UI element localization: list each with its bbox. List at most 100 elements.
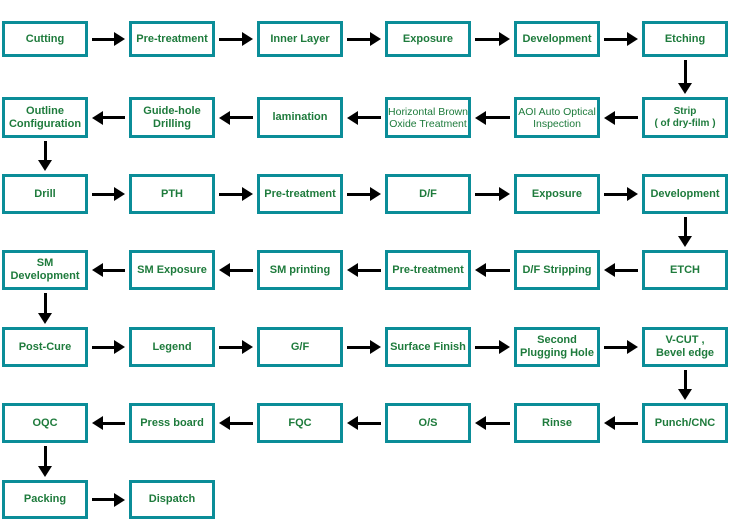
flow-box-label-line: Outline — [26, 104, 64, 117]
arrow-right-icon — [92, 492, 125, 507]
arrow-left-icon — [604, 263, 638, 277]
arrow-right-icon — [347, 340, 381, 354]
arrow-down-icon — [678, 217, 692, 247]
flow-box-os: O/S — [385, 403, 471, 443]
flow-box-label-line: ETCH — [670, 263, 700, 276]
flow-box-label-line: Inspection — [533, 117, 581, 130]
flow-box-oqc: OQC — [2, 403, 88, 443]
flow-box-gf: G/F — [257, 327, 343, 367]
flow-box-label-line: Punch/CNC — [654, 416, 716, 429]
flow-box-legend: Legend — [129, 327, 215, 367]
flow-box-pre-treatment-3: Pre-treatment — [385, 250, 471, 290]
flow-box-press-board: Press board — [129, 403, 215, 443]
arrow-right-icon — [219, 32, 253, 46]
arrow-right-icon — [347, 187, 381, 201]
flow-box-label-line: Surface Finish — [390, 340, 466, 353]
flow-box-label-line: SM printing — [269, 263, 331, 276]
flow-box-df: D/F — [385, 174, 471, 214]
flow-box-label-line: Bevel edge — [655, 347, 715, 359]
flow-box-drill: Drill — [2, 174, 88, 214]
arrow-left-icon — [92, 110, 125, 125]
arrow-left-icon — [475, 110, 510, 125]
flow-box-label-line: Legend — [152, 340, 192, 353]
arrow-left-icon — [475, 263, 510, 277]
arrow-left-icon — [347, 416, 381, 430]
arrow-down-icon — [38, 141, 52, 171]
arrow-left-icon — [347, 263, 381, 277]
arrow-right-icon — [92, 340, 125, 354]
flow-box-label-line: Second — [537, 334, 577, 346]
flow-box-label-line: Inner Layer — [270, 32, 330, 45]
flow-box-label-line: G/F — [290, 340, 310, 353]
flow-box-label-line: Packing — [23, 493, 67, 505]
flow-box-development-1: Development — [514, 21, 600, 57]
arrow-left-icon — [604, 110, 638, 125]
flow-box-label-line: Exposure — [531, 187, 583, 200]
flow-box-label-line: Rinse — [542, 416, 572, 429]
flow-box-sm-printing: SM printing — [257, 250, 343, 290]
flow-box-lamination: lamination — [257, 97, 343, 138]
flow-box-label-line: Exposure — [402, 32, 454, 45]
flow-box-fqc: FQC — [257, 403, 343, 443]
flow-box-label-line: SM — [36, 257, 54, 269]
arrow-right-icon — [604, 32, 638, 46]
flow-box-label-line: D/F Stripping — [522, 263, 592, 276]
flow-box-label-line: Pre-treatment — [264, 187, 336, 200]
flow-box-pre-treatment-1: Pre-treatment — [129, 21, 215, 57]
arrow-down-icon — [38, 293, 52, 324]
flow-box-label-line: Dispatch — [148, 493, 196, 505]
flow-box-punch-cnc: Punch/CNC — [642, 403, 728, 443]
arrow-right-icon — [219, 187, 253, 201]
flow-box-exposure-1: Exposure — [385, 21, 471, 57]
flow-box-label-line: O/S — [418, 416, 438, 429]
arrow-down-icon — [678, 60, 692, 94]
flow-box-label-line: Cutting — [25, 32, 65, 45]
flow-box-label-line: PTH — [161, 187, 183, 200]
arrow-right-icon — [92, 187, 125, 201]
flow-box-label-line: Pre-treatment — [136, 32, 208, 45]
flow-box-label-line: Post-Cure — [18, 340, 72, 353]
flow-box-label-line: Drilling — [153, 117, 191, 130]
flow-box-label-line: Etching — [664, 32, 706, 45]
flow-box-label-line: Press board — [140, 416, 204, 429]
flow-box-label-line: Pre-treatment — [392, 263, 464, 276]
flow-box-label-line: D/F — [419, 187, 437, 200]
flow-box-inner-layer: Inner Layer — [257, 21, 343, 57]
arrow-right-icon — [475, 32, 510, 46]
arrow-down-icon — [38, 446, 52, 477]
flow-box-label-line: Horizontal Brown — [388, 105, 468, 118]
flow-box-label-line: Development — [650, 187, 720, 200]
flow-box-exposure-2: Exposure — [514, 174, 600, 214]
flow-box-post-cure: Post-Cure — [2, 327, 88, 367]
flow-box-label-line: Oxide Treatment — [389, 117, 467, 130]
flow-box-sm-exposure: SM Exposure — [129, 250, 215, 290]
flow-box-dispatch: Dispatch — [129, 480, 215, 519]
flow-box-packing: Packing — [2, 480, 88, 519]
arrow-left-icon — [347, 110, 381, 125]
arrow-left-icon — [92, 263, 125, 277]
flow-box-pth: PTH — [129, 174, 215, 214]
flow-box-etching: Etching — [642, 21, 728, 57]
flow-box-label-line: Configuration — [8, 117, 82, 130]
flow-box-label-line: lamination — [272, 111, 328, 123]
flow-box-label-line: Strip — [673, 105, 697, 117]
arrow-left-icon — [604, 416, 638, 430]
flow-box-label-line: Development — [10, 270, 80, 282]
arrow-left-icon — [92, 416, 125, 430]
flow-box-rinse: Rinse — [514, 403, 600, 443]
flow-box-label-line: Development — [522, 32, 592, 45]
flow-box-v-cut-bevel-edge: V-CUT ,Bevel edge — [642, 327, 728, 367]
arrow-right-icon — [604, 340, 638, 354]
arrow-down-icon — [678, 370, 692, 400]
flow-box-label-line: ( of dry-film ) — [654, 117, 716, 129]
flow-box-etch: ETCH — [642, 250, 728, 290]
flow-box-df-stripping: D/F Stripping — [514, 250, 600, 290]
arrow-right-icon — [347, 32, 381, 46]
arrow-right-icon — [475, 187, 510, 201]
flow-box-label-line: FQC — [288, 416, 312, 429]
